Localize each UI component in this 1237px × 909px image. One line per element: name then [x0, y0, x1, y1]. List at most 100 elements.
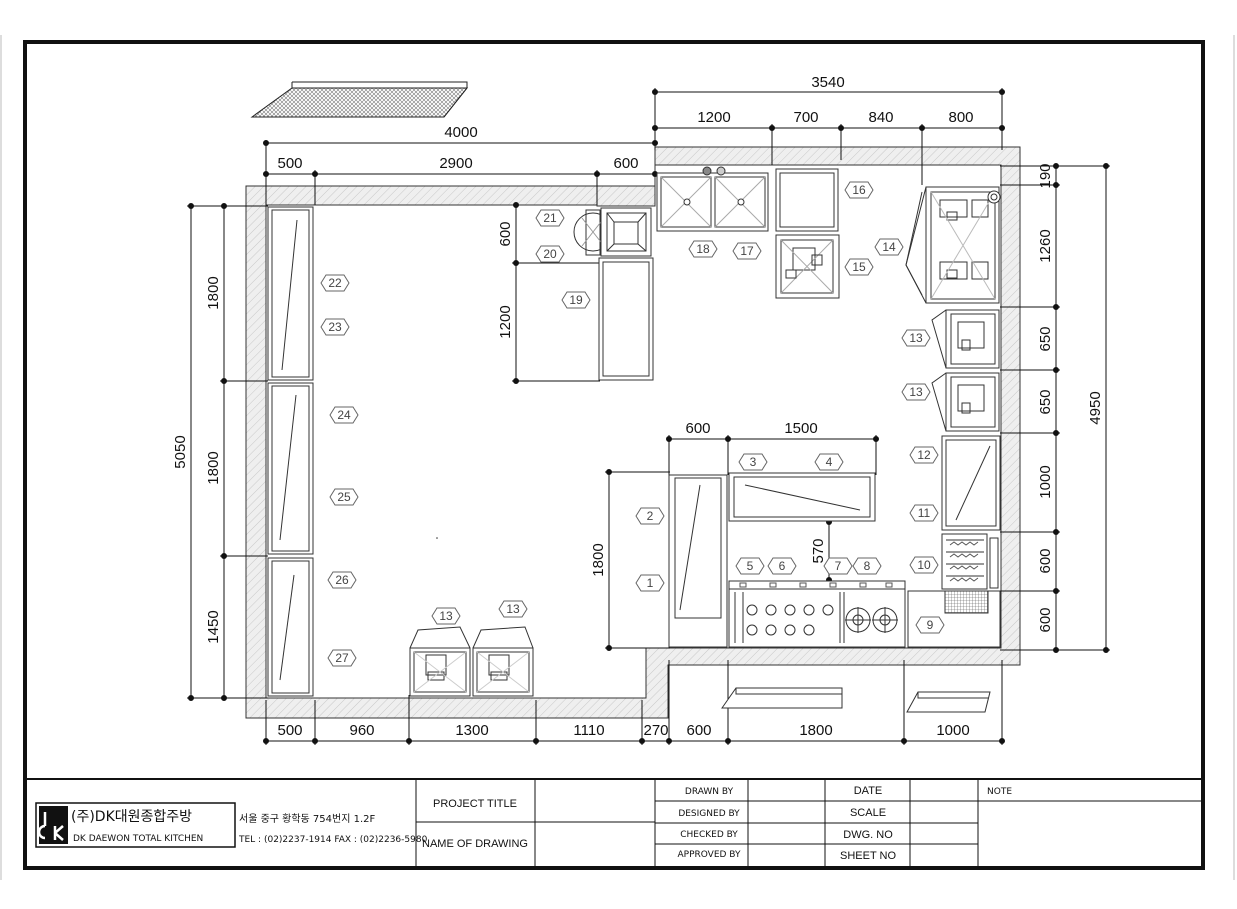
- equipment-tag-frame: [909, 446, 939, 464]
- equipment-tag: 4: [814, 453, 844, 471]
- equipment-tag-frame: [738, 453, 768, 471]
- equipment-tag-label: 7: [835, 559, 842, 573]
- equipment-tag: 24: [329, 406, 359, 424]
- equipment-tag-label: 22: [328, 276, 342, 290]
- dim-top-overall: 3540: [811, 74, 844, 91]
- dim-right-650-b: 650: [1037, 389, 1054, 414]
- equipment-tag: 12: [909, 446, 939, 464]
- equipment-tag-frame: [844, 181, 874, 199]
- equipment-tag: 17: [732, 242, 762, 260]
- equipment-tag-frame: [498, 600, 528, 618]
- approved-by-label: APPROVED BY: [677, 850, 741, 860]
- equipment-tag-frame: [823, 557, 853, 575]
- equipment-tag-frame: [909, 556, 939, 574]
- dim-bottom-1800: 1800: [799, 722, 832, 739]
- equipment-tag-frame: [901, 383, 931, 401]
- company-logo-frame: [35, 802, 236, 848]
- dim-bottom-1000: 1000: [936, 722, 969, 739]
- checked-by-label: CHECKED BY: [680, 830, 738, 840]
- equipment-tag: 13: [901, 329, 931, 347]
- dim-right-overall: 4950: [1087, 391, 1104, 424]
- dwg-no-label: DWG. NO: [843, 829, 893, 841]
- equipment-tag: 27: [327, 649, 357, 667]
- equipment-tag-frame: [561, 291, 591, 309]
- dim-left-500: 500: [277, 155, 302, 172]
- dim-top-1200: 1200: [697, 109, 730, 126]
- dim-bottom-1110: 1110: [573, 722, 604, 739]
- dim-bottom-270: 270: [643, 722, 668, 739]
- hood-drawing-south-left: [721, 687, 843, 709]
- dim-right-1260: 1260: [1037, 229, 1054, 262]
- equipment-tag: 26: [327, 571, 357, 589]
- company-name-ko: (주)DK대원종합주방: [71, 809, 192, 825]
- dim-island-600: 600: [685, 420, 710, 437]
- equipment-tag: 21: [535, 209, 565, 227]
- equipment-tag: 10: [909, 556, 939, 574]
- fryer-13-lower: [945, 372, 1000, 432]
- dimension-text: 3540 1200 700 840 800 4000 500 2900 600 …: [172, 74, 1104, 739]
- drawn-by-label: DRAWN BY: [685, 787, 734, 797]
- equipment-tag-frame: [814, 453, 844, 471]
- equipment-tag-label: 26: [335, 573, 349, 587]
- equipment-tag-label: 19: [569, 293, 583, 307]
- dim-bottom-500: 500: [277, 722, 302, 739]
- dim-island-570: 570: [810, 538, 827, 563]
- equipment-tag: 15: [844, 258, 874, 276]
- name-of-drawing-label: NAME OF DRAWING: [422, 838, 528, 850]
- dim-top-800: 800: [948, 109, 973, 126]
- equipment-tag: 13: [498, 600, 528, 618]
- dim-bottom-600: 600: [686, 722, 711, 739]
- double-sink: [656, 172, 769, 232]
- dim-island-1800: 1800: [590, 543, 607, 576]
- scale-label: SCALE: [850, 807, 886, 819]
- title-block-text: (주)DK대원종합주방 DK DAEWON TOTAL KITCHEN 서울 중…: [71, 785, 1012, 862]
- note-label: NOTE: [987, 787, 1012, 797]
- company-tel: TEL : (02)2237-1914 FAX : (02)2236-5980: [238, 835, 428, 845]
- equipment-tag: 13: [431, 607, 461, 625]
- company-address: 서울 중구 황학동 754번지 1.2F: [239, 813, 376, 825]
- shelf-rack-10: [941, 533, 988, 590]
- title-block: [27, 778, 1201, 866]
- equipment-tag-frame: [852, 557, 882, 575]
- equipment-tag-label: 14: [882, 240, 896, 254]
- refrigerator-11: [941, 435, 1001, 531]
- equipment-tag: 1: [635, 574, 665, 592]
- equipment-tag-label: 24: [337, 408, 351, 422]
- drawing-border: [23, 40, 1205, 870]
- equipment-tag-label: 5: [747, 559, 754, 573]
- equipment-tag-frame: [320, 274, 350, 292]
- equipment-tag: 16: [844, 181, 874, 199]
- sheet-no-label: SHEET NO: [840, 850, 896, 862]
- equipment-tag: 6: [767, 557, 797, 575]
- dim-left-2900: 2900: [439, 155, 472, 172]
- equipment-tag-frame: [329, 406, 359, 424]
- equipment-tag-label: 16: [852, 183, 866, 197]
- equipment-tag: 9: [915, 616, 945, 634]
- equipment-tag-label: 10: [917, 558, 931, 572]
- equipment-tag: 13: [901, 383, 931, 401]
- dim-right-650-a: 650: [1037, 326, 1054, 351]
- dim-right-600-b: 600: [1037, 607, 1054, 632]
- company-name-en: DK DAEWON TOTAL KITCHEN: [73, 834, 203, 844]
- equipment-tag-frame: [535, 245, 565, 263]
- equipment-tag-label: 13: [909, 331, 923, 345]
- dim-west-overall: 5050: [172, 435, 189, 468]
- equipment-tag: 25: [329, 488, 359, 506]
- equipment-tag-frame: [635, 507, 665, 525]
- dim-bottom-1300: 1300: [455, 722, 488, 739]
- dim-left-600: 600: [613, 155, 638, 172]
- equipment-tag-frame: [732, 242, 762, 260]
- equipment-tag-label: 11: [918, 506, 931, 520]
- equipment-tag-label: 15: [852, 260, 866, 274]
- equipment-tag-label: 13: [909, 385, 923, 399]
- equipment-tag-label: 1: [647, 576, 654, 590]
- equipment-tag-frame: [327, 571, 357, 589]
- equipment-tag-label: 4: [826, 455, 833, 469]
- dim-west-1800-b: 1800: [205, 451, 222, 484]
- equipment-tag: 3: [738, 453, 768, 471]
- equipment-tag-label: 2: [647, 509, 654, 523]
- hood-drawing-west: [250, 81, 469, 118]
- dim-bottom-960: 960: [349, 722, 374, 739]
- equipment-tag-frame: [431, 607, 461, 625]
